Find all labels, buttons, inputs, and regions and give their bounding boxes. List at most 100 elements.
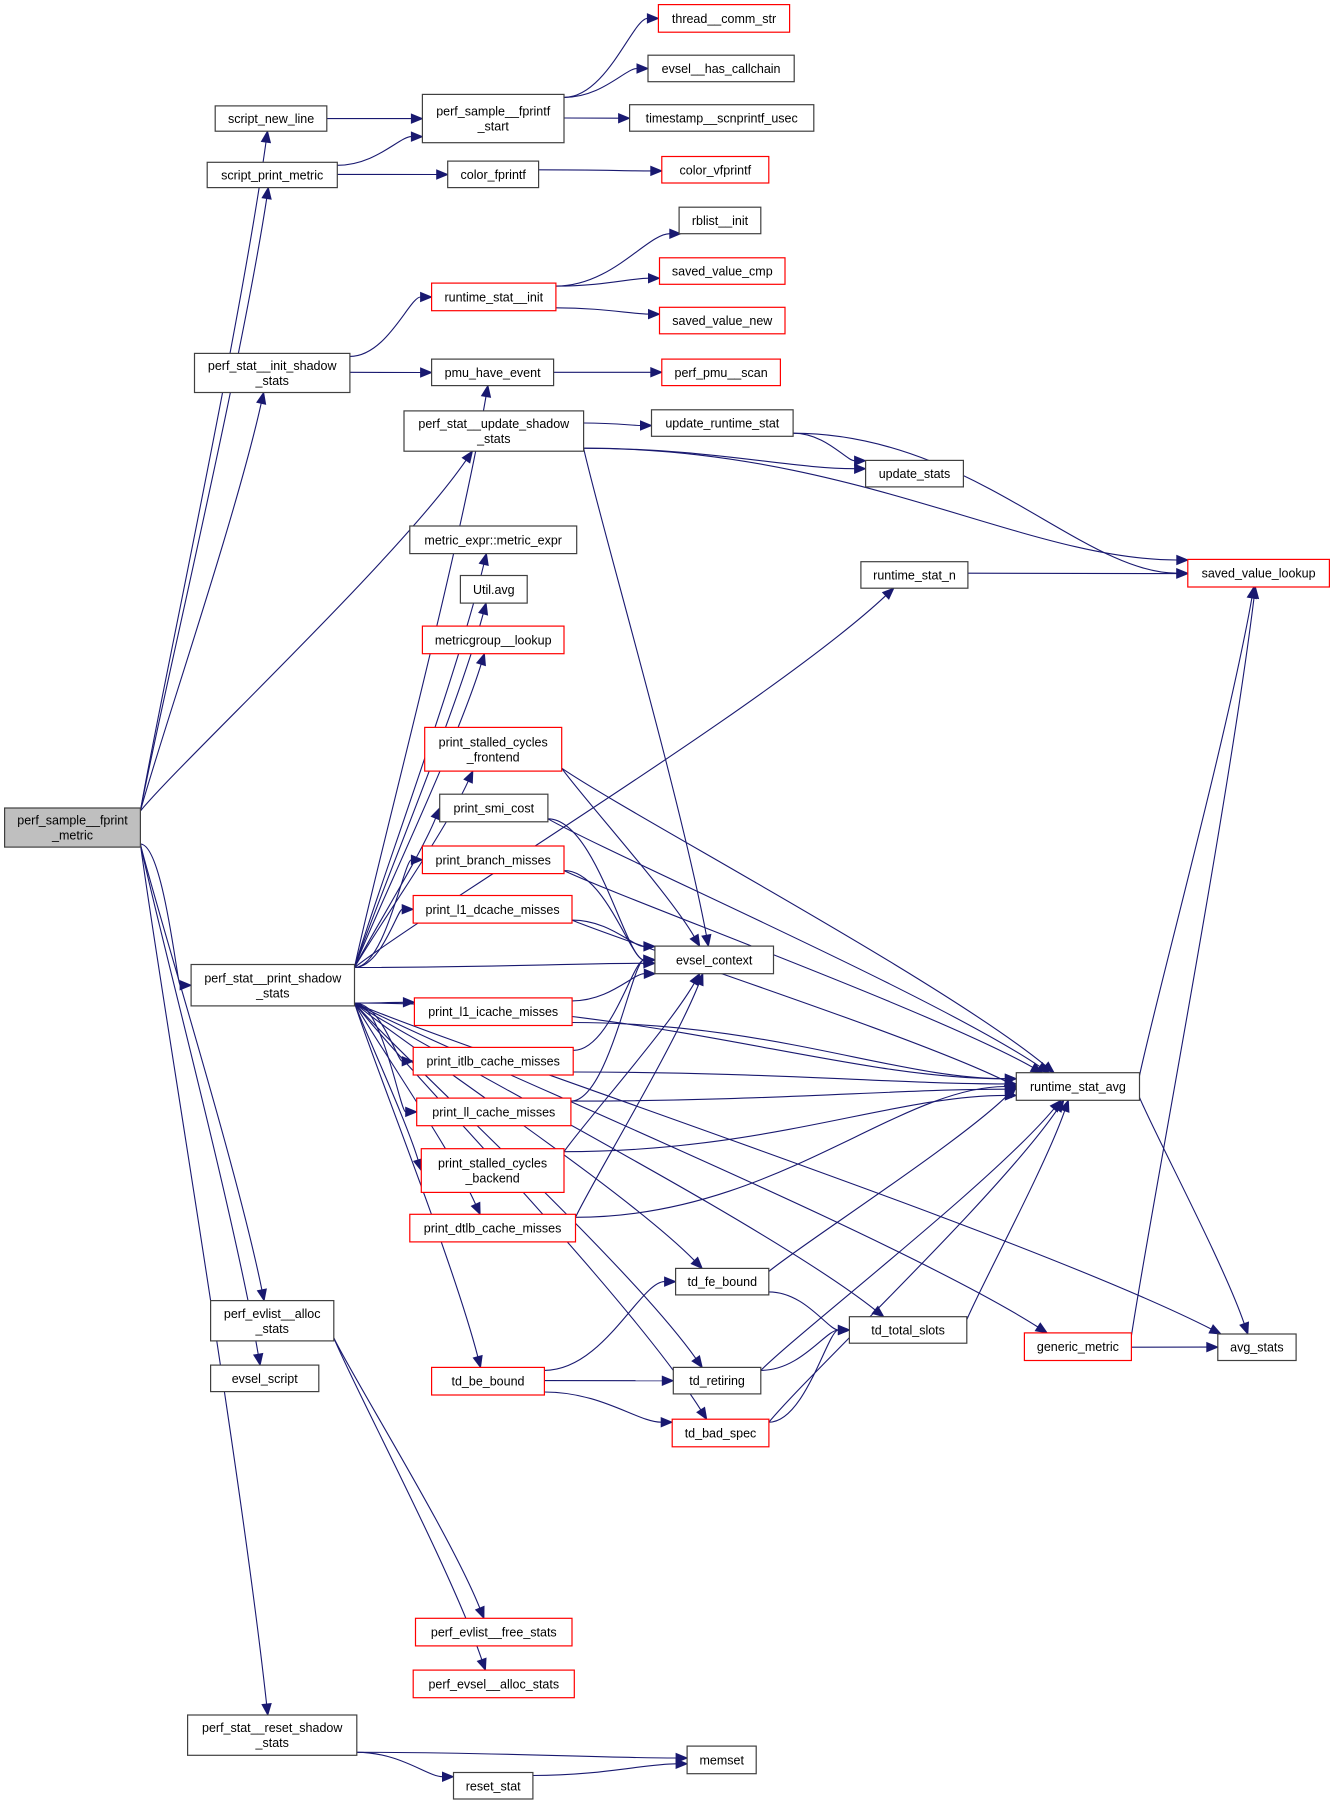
node-thread-comm-str[interactable]: thread__comm_str [657,3,791,33]
node-box[interactable] [431,1366,546,1396]
node-box[interactable] [1023,1332,1133,1362]
node-print-branch-misses[interactable]: print_branch_misses [421,845,565,875]
node-box[interactable] [412,894,573,924]
node-evsel-has-callchain[interactable]: evsel__has_callchain [647,54,795,83]
node-timestamp-scnprintf-usec[interactable]: timestamp__scnprintf_usec [628,104,815,132]
node-box[interactable] [409,525,578,555]
node-box[interactable] [447,160,540,189]
node-saved-value-lookup[interactable]: saved_value_lookup [1187,558,1331,588]
node-box[interactable] [210,1299,335,1342]
node-runtime-stat-init[interactable]: runtime_stat__init [431,282,557,312]
node-util-avg[interactable]: Util.avg [459,574,528,604]
node-box[interactable] [657,3,791,33]
node-print-ll-cache-misses[interactable]: print_ll_cache_misses [416,1097,572,1127]
node-script-print-metric[interactable]: script_print_metric [206,161,338,189]
node-box[interactable] [628,104,815,132]
node-metricgroup-lookup[interactable]: metricgroup__lookup [421,625,565,655]
node-box[interactable] [416,1097,572,1127]
node-box[interactable] [210,1364,320,1393]
node-color-fprintf[interactable]: color_fprintf [447,160,540,189]
node-box[interactable] [671,1418,770,1448]
node-td-bad-spec[interactable]: td_bad_spec [671,1418,770,1448]
node-perf-stat-update-shadow-stats[interactable]: perf_stat__update_shadow_stats [403,410,585,452]
node-perf-stat-print-shadow-stats[interactable]: perf_stat__print_shadow_stats [190,963,356,1007]
node-perf-pmu-scan[interactable]: perf_pmu__scan [661,358,781,387]
node-td-total-slots[interactable]: td_total_slots [848,1316,968,1344]
node-td-retiring[interactable]: td_retiring [672,1366,762,1395]
node-print-stalled-cycles-frontend[interactable]: print_stalled_cycles_frontend [424,726,563,772]
node-perf-sample-fprint-metric[interactable]: perf_sample__fprint_metric [3,807,142,848]
node-td-fe-bound[interactable]: td_fe_bound [674,1267,770,1296]
node-avg-stats[interactable]: avg_stats [1217,1333,1297,1362]
node-box[interactable] [1217,1333,1297,1362]
node-box[interactable] [409,1213,577,1243]
node-box[interactable] [658,306,786,335]
node-print-smi-cost[interactable]: print_smi_cost [439,793,549,823]
node-memset[interactable]: memset [686,1745,757,1775]
node-box[interactable] [421,93,565,144]
node-reset-stat[interactable]: reset_stat [452,1771,534,1800]
node-box[interactable] [403,410,585,452]
node-perf-evsel-alloc-stats[interactable]: perf_evsel__alloc_stats [412,1669,575,1699]
node-box[interactable] [421,845,565,875]
node-evsel-script[interactable]: evsel_script [210,1364,320,1393]
node-pmu-have-event[interactable]: pmu_have_event [431,358,555,387]
node-box[interactable] [452,1771,534,1800]
node-box[interactable] [848,1316,968,1344]
node-box[interactable] [678,206,762,235]
node-box[interactable] [864,459,964,488]
node-perf-stat-reset-shadow-stats[interactable]: perf_stat__reset_shadow_stats [187,1714,358,1756]
node-saved-value-cmp[interactable]: saved_value_cmp [658,257,786,285]
node-print-l1-icache-misses[interactable]: print_l1_icache_misses [413,997,573,1027]
node-perf-evlist-free-stats[interactable]: perf_evlist__free_stats [414,1617,573,1647]
node-box[interactable] [3,807,142,848]
node-perf-stat-init-shadow-stats[interactable]: perf_stat__init_shadow_stats [193,352,351,394]
node-box[interactable] [420,1148,565,1193]
node-box[interactable] [431,358,555,387]
node-perf-sample-fprintf-start[interactable]: perf_sample__fprintf_start [421,93,565,144]
node-box[interactable] [414,1617,573,1647]
node-box[interactable] [674,1267,770,1296]
node-box[interactable] [421,625,565,655]
node-print-stalled-cycles-backend[interactable]: print_stalled_cycles_backend [420,1148,565,1193]
node-generic-metric[interactable]: generic_metric [1023,1332,1133,1362]
node-runtime-stat-n[interactable]: runtime_stat_n [860,561,969,589]
node-print-l1-dcache-misses[interactable]: print_l1_dcache_misses [412,894,573,924]
node-print-itlb-cache-misses[interactable]: print_itlb_cache_misses [412,1046,574,1076]
node-rblist-init[interactable]: rblist__init [678,206,762,235]
node-box[interactable] [431,282,557,312]
node-box[interactable] [190,963,356,1007]
node-update-stats[interactable]: update_stats [864,459,964,488]
node-box[interactable] [214,105,328,132]
node-td-be-bound[interactable]: td_be_bound [431,1366,546,1396]
node-runtime-stat-avg[interactable]: runtime_stat_avg [1015,1072,1141,1101]
node-box[interactable] [658,257,786,285]
node-box[interactable] [860,561,969,589]
node-box[interactable] [413,997,573,1027]
node-box[interactable] [661,155,770,184]
node-script-new-line[interactable]: script_new_line [214,105,328,132]
node-perf-evlist-alloc-stats[interactable]: perf_evlist__alloc_stats [210,1299,335,1342]
node-box[interactable] [1187,558,1331,588]
node-evsel-context[interactable]: evsel_context [654,945,775,975]
node-box[interactable] [412,1669,575,1699]
node-box[interactable] [654,945,775,975]
node-box[interactable] [647,54,795,83]
node-print-dtlb-cache-misses[interactable]: print_dtlb_cache_misses [409,1213,577,1243]
node-box[interactable] [672,1366,762,1395]
node-box[interactable] [206,161,338,189]
node-saved-value-new[interactable]: saved_value_new [658,306,786,335]
node-box[interactable] [459,574,528,604]
node-box[interactable] [650,409,794,437]
node-box[interactable] [439,793,549,823]
node-box[interactable] [412,1046,574,1076]
node-metric-expr[interactable]: metric_expr::metric_expr [409,525,578,555]
node-box[interactable] [424,726,563,772]
node-box[interactable] [193,352,351,394]
node-color-vfprintf[interactable]: color_vfprintf [661,155,770,184]
node-box[interactable] [661,358,781,387]
node-box[interactable] [187,1714,358,1756]
node-box[interactable] [1015,1072,1141,1101]
node-update-runtime-stat[interactable]: update_runtime_stat [650,409,794,437]
node-box[interactable] [686,1745,757,1775]
